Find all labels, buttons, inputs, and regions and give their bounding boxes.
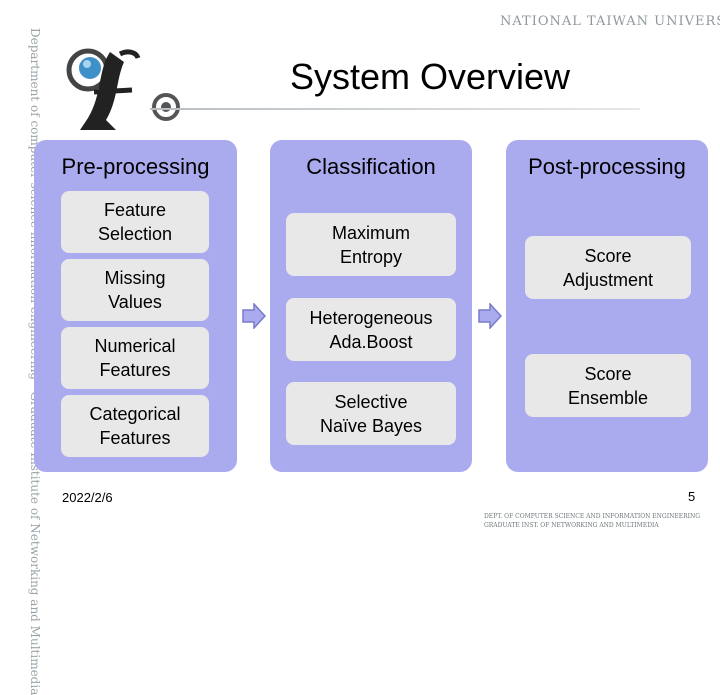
university-name: NATIONAL TAIWAN UNIVERSITY [500, 14, 720, 29]
institute-logo [66, 48, 180, 130]
process-box: Maximum Entropy [286, 213, 456, 276]
slide-title: System Overview [289, 56, 571, 97]
process-box: Missing Values [61, 259, 209, 321]
department-footer: DEPT. OF COMPUTER SCIENCE AND INFORMATIO… [484, 512, 716, 530]
postprocessing-panel: Post-processing Score Adjustment Score E… [506, 140, 708, 472]
panel-heading: Classification [306, 154, 436, 179]
title-divider [150, 108, 640, 110]
flow-arrow-icon [242, 303, 266, 329]
department-line: DEPT. OF COMPUTER SCIENCE AND INFORMATIO… [484, 513, 701, 520]
panel-heading: Post-processing [528, 154, 686, 179]
process-box: Numerical Features [61, 327, 209, 389]
process-box: Heterogeneous Ada.Boost [286, 298, 456, 361]
panel-heading: Pre-processing [61, 154, 210, 179]
slide-date: 2022/2/6 [62, 490, 113, 505]
process-box: Selective Naïve Bayes [286, 382, 456, 445]
flow-arrow-icon [478, 303, 502, 329]
process-box: Score Adjustment [525, 236, 691, 299]
institute-line: GRADUATE INST. OF NETWORKING AND MULTIME… [484, 522, 659, 529]
process-box: Categorical Features [61, 395, 209, 457]
preprocessing-panel: Pre-processing Feature Selection Missing… [34, 140, 237, 472]
classification-panel: Classification Maximum Entropy Heterogen… [270, 140, 472, 472]
process-box: Feature Selection [61, 191, 209, 253]
page-number: 5 [688, 489, 696, 504]
process-box: Score Ensemble [525, 354, 691, 417]
